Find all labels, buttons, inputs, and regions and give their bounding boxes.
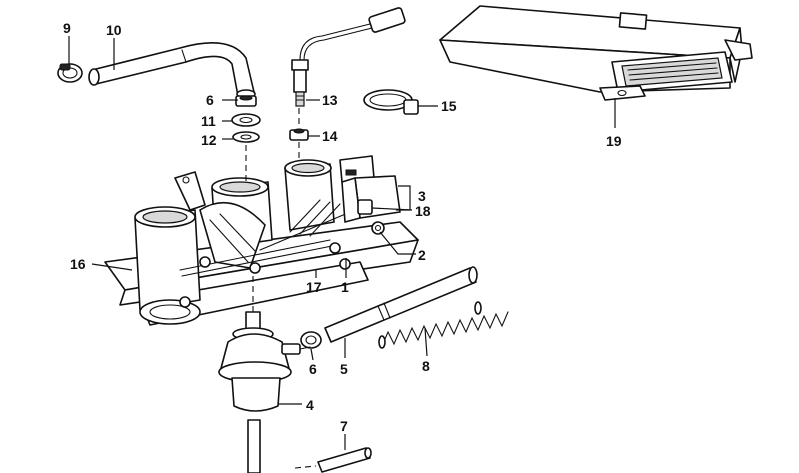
assembly-axes [245,108,300,312]
spring-part-8 [378,301,509,349]
callout-13: 13 [322,92,338,108]
callout-1: 1 [341,279,349,295]
sensor-part-13 [291,7,406,107]
clip-part-6-lower [300,331,322,349]
callout-15: 15 [441,98,457,114]
callout-18: 18 [415,203,431,219]
leader-lines [68,36,616,450]
callout-10: 10 [106,22,122,38]
throttle-body-assembly [104,159,419,326]
hose-part-5 [324,266,478,343]
connector-pins [627,62,719,81]
callout-19: 19 [606,133,622,149]
callout-4: 4 [306,397,314,413]
small-parts-stack [231,95,261,143]
callout-12: 12 [201,132,217,148]
pressure-regulator-part-4 [218,311,311,473]
clamp-part-15 [363,89,419,115]
callout-14: 14 [322,128,338,144]
callout-9: 9 [63,20,71,36]
callout-6-lower: 6 [309,361,317,377]
callout-6: 6 [206,92,214,108]
callout-17: 17 [306,279,322,295]
callout-5: 5 [340,361,348,377]
callout-3: 3 [418,188,426,204]
callout-16: 16 [70,256,86,272]
callout-8: 8 [422,358,430,374]
callout-11: 11 [201,113,216,129]
callout-7: 7 [340,418,348,434]
callout-2: 2 [418,247,426,263]
fittings-parts-18-2 [357,199,385,235]
nut-part-14 [289,128,309,141]
hose-clamp-part-9 [57,63,83,83]
callout-labels: 9 10 6 11 12 13 14 15 19 3 18 2 16 17 1 … [63,20,622,434]
pipe-part-7 [294,447,372,473]
control-unit-part-19 [439,5,753,101]
